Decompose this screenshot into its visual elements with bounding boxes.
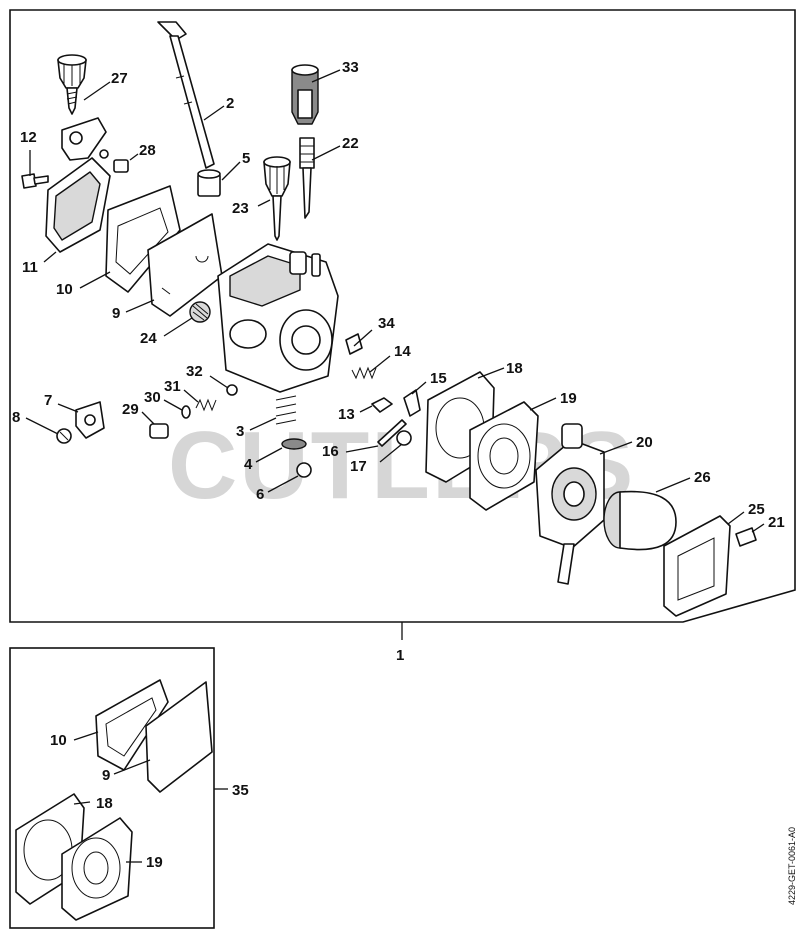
kit-callout-18[interactable]: 18 xyxy=(96,795,113,812)
callout-22[interactable]: 22 xyxy=(342,135,359,152)
callout-32[interactable]: 32 xyxy=(186,363,203,380)
callout-23[interactable]: 23 xyxy=(232,200,249,217)
part-16-spindle[interactable] xyxy=(377,419,407,447)
part-8-screw[interactable] xyxy=(56,428,72,444)
part-25-retainer-plate[interactable] xyxy=(663,515,731,617)
callout-7[interactable]: 7 xyxy=(44,392,52,409)
callout-2[interactable]: 2 xyxy=(226,95,234,112)
carburetor-body xyxy=(217,243,339,393)
part-34-fitting[interactable] xyxy=(345,333,363,355)
part-3-spring[interactable] xyxy=(275,395,297,425)
part-31-spring[interactable] xyxy=(195,398,217,412)
callout-14[interactable]: 14 xyxy=(394,343,411,360)
assembly-frame xyxy=(9,9,796,623)
part-5-sleeve[interactable] xyxy=(197,169,221,197)
part-21-screw[interactable] xyxy=(735,527,757,547)
callout-6[interactable]: 6 xyxy=(256,486,264,503)
callout-16[interactable]: 16 xyxy=(322,443,339,460)
callout-17[interactable]: 17 xyxy=(350,458,367,475)
kit-label[interactable]: 35 xyxy=(232,782,249,799)
callout-19[interactable]: 19 xyxy=(560,390,577,407)
part-4-washer[interactable] xyxy=(281,438,307,450)
callout-24[interactable]: 24 xyxy=(140,330,157,347)
part-6-screw[interactable] xyxy=(296,462,312,478)
callout-4[interactable]: 4 xyxy=(244,456,253,473)
callout-30[interactable]: 30 xyxy=(144,389,161,406)
assembly-label[interactable]: 1 xyxy=(396,647,404,664)
kit-frame xyxy=(9,647,215,929)
callout-31[interactable]: 31 xyxy=(164,378,181,395)
part-9-metering-diaphragm[interactable] xyxy=(147,213,223,317)
kit-callout-19[interactable]: 19 xyxy=(146,854,163,871)
part-14-spring[interactable] xyxy=(351,366,377,380)
callout-8[interactable]: 8 xyxy=(12,409,20,426)
part-33-limiter-cap[interactable] xyxy=(291,64,319,125)
part-19-pump-diaphragm[interactable] xyxy=(469,401,539,511)
kit-callout-10[interactable]: 10 xyxy=(50,732,67,749)
callout-20[interactable]: 20 xyxy=(636,434,653,451)
callout-12[interactable]: 12 xyxy=(20,129,37,146)
callout-18[interactable]: 18 xyxy=(506,360,523,377)
part-30-o-ring[interactable] xyxy=(181,405,191,419)
part-24-strainer[interactable] xyxy=(189,301,211,323)
figure-reference: 4229-GET-0061-A0 xyxy=(787,827,797,905)
part-20-pump-housing[interactable] xyxy=(535,423,605,585)
callout-27[interactable]: 27 xyxy=(111,70,128,87)
callout-28[interactable]: 28 xyxy=(139,142,156,159)
part-11-end-cover[interactable] xyxy=(45,117,111,253)
part-26-primer-bulb[interactable] xyxy=(603,490,677,551)
callout-10[interactable]: 10 xyxy=(56,281,73,298)
part-29-plug[interactable] xyxy=(149,423,169,439)
part-15-inlet-control-lever[interactable] xyxy=(403,389,421,417)
part-23-low-speed-screw[interactable] xyxy=(263,156,291,241)
part-13-inlet-needle[interactable] xyxy=(371,397,393,413)
callout-9[interactable]: 9 xyxy=(112,305,120,322)
callout-29[interactable]: 29 xyxy=(122,401,139,418)
part-28-plug[interactable] xyxy=(113,159,129,173)
kit-callout-9[interactable]: 9 xyxy=(102,767,110,784)
callout-11[interactable]: 11 xyxy=(22,259,38,276)
callout-5[interactable]: 5 xyxy=(242,150,250,167)
part-27-limiter-cap[interactable] xyxy=(57,54,87,115)
leader-lines xyxy=(25,69,765,863)
callout-26[interactable]: 26 xyxy=(694,469,711,486)
part-7-valve-disc[interactable] xyxy=(75,401,105,439)
kit-part-19-diaphragm[interactable] xyxy=(61,817,133,921)
part-22-high-speed-screw[interactable] xyxy=(299,137,315,219)
callout-15[interactable]: 15 xyxy=(430,370,447,387)
callout-13[interactable]: 13 xyxy=(338,406,355,423)
part-2-choke-shaft[interactable] xyxy=(157,21,215,169)
kit-part-9-diaphragm[interactable] xyxy=(145,681,213,793)
callout-33[interactable]: 33 xyxy=(342,59,359,76)
callout-3[interactable]: 3 xyxy=(236,423,244,440)
part-32-washer[interactable] xyxy=(226,384,238,396)
callout-25[interactable]: 25 xyxy=(748,501,765,518)
callout-21[interactable]: 21 xyxy=(768,514,785,531)
part-17-screw[interactable] xyxy=(396,430,412,446)
part-12-screw[interactable] xyxy=(21,173,49,189)
callout-34[interactable]: 34 xyxy=(378,315,395,332)
